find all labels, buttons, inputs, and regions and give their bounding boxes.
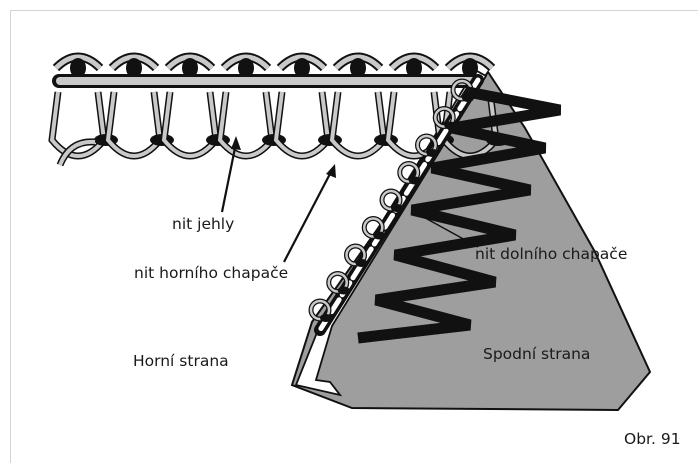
upper-looper-thread-label: nit horního chapače <box>134 266 288 282</box>
needle-thread-arrowhead <box>231 136 241 150</box>
upper-looper-thread-arrowhead <box>326 164 336 178</box>
diagonal-knot <box>373 232 385 240</box>
needle-thread-label: nit jehly <box>172 217 234 233</box>
figure-number: Obr. 91 <box>624 432 681 448</box>
lower-looper-thread-label: nit dolního chapače <box>475 247 627 263</box>
diagonal-knot <box>391 204 403 212</box>
diagonal-knot <box>320 314 332 322</box>
upper-looper-thread-pointer <box>284 170 332 262</box>
chain-bar <box>56 77 478 85</box>
diagonal-knot <box>409 177 421 185</box>
top-side-label: Horní strana <box>133 354 229 370</box>
bottom-side-label: Spodní strana <box>483 347 590 363</box>
diagonal-knot <box>356 259 368 267</box>
diagonal-knot <box>427 149 439 157</box>
diagonal-knot <box>338 287 350 295</box>
